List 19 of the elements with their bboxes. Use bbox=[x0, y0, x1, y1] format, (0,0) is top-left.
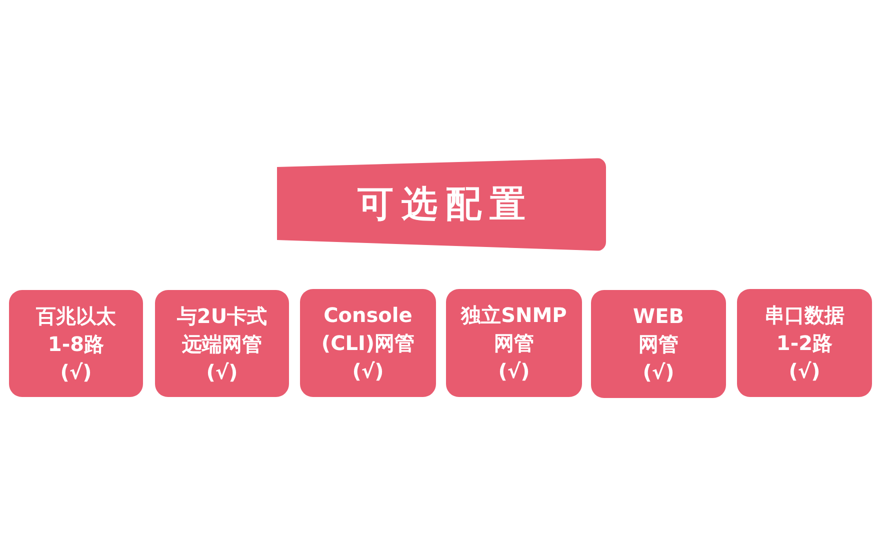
option-card bbox=[446, 289, 582, 397]
checkmark-text: (√) bbox=[642, 359, 674, 386]
option-label: 独立SNMP网管 bbox=[460, 302, 568, 357]
option-card bbox=[9, 290, 143, 397]
option-card bbox=[155, 290, 289, 397]
option-label: Console (CLI)网管 bbox=[320, 302, 416, 357]
checkmark-text: (√) bbox=[60, 358, 92, 386]
option-label: 百兆以太1-8路 bbox=[35, 302, 117, 358]
checkmark-text: (√) bbox=[498, 358, 530, 385]
banner-title: 可选配置 bbox=[356, 182, 534, 226]
option-label: WEB网管 bbox=[632, 303, 685, 358]
option-label: 与2U卡式远端网管 bbox=[176, 302, 268, 358]
option-card bbox=[300, 289, 436, 397]
option-card bbox=[737, 289, 872, 397]
checkmark-text: (√) bbox=[788, 358, 820, 385]
checkmark-text: (√) bbox=[206, 358, 238, 386]
option-card bbox=[591, 290, 726, 398]
checkmark-text: (√) bbox=[352, 358, 384, 385]
option-label: 串口数据1-2路 bbox=[764, 302, 846, 357]
